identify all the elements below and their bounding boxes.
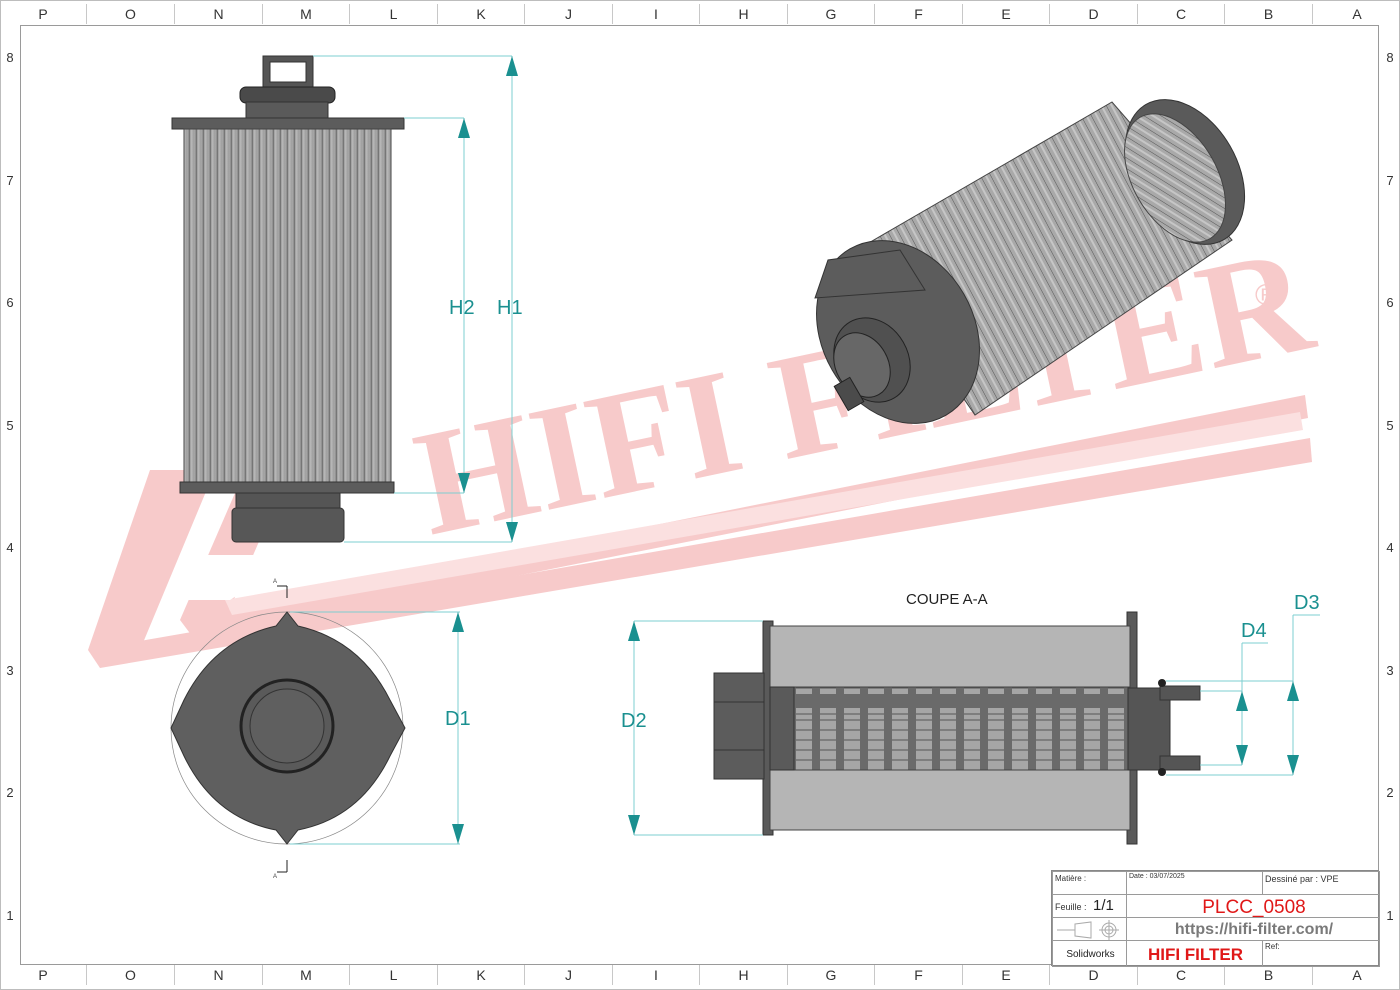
matiere-label: Matière : — [1055, 874, 1087, 883]
zone-letter: L — [350, 965, 438, 985]
zone-letter: N — [175, 965, 263, 985]
zone-letter: O — [87, 965, 175, 985]
drawn-by-label: Dessiné par : VPE — [1265, 874, 1339, 884]
zone-number: 4 — [1386, 540, 1394, 555]
section-marker-top: A — [273, 579, 277, 585]
zone-letter: I — [613, 965, 700, 985]
zone-letter: H — [700, 4, 788, 24]
zone-number: 2 — [6, 785, 14, 800]
zone-letter: L — [350, 4, 438, 24]
ref-label: Ref: — [1265, 942, 1280, 951]
zone-letter: M — [263, 4, 350, 24]
projection-symbol-icon — [1057, 920, 1119, 940]
zone-letter: K — [438, 965, 525, 985]
dimension-label-d4: D4 — [1241, 620, 1267, 642]
company-cell: HIFI FILTER — [1126, 940, 1263, 967]
zone-letter: E — [963, 965, 1050, 985]
matiere-cell: Matière : — [1052, 871, 1127, 895]
zone-letter: C — [1138, 965, 1225, 985]
zone-numbers-left: 8 7 6 5 4 3 2 1 — [0, 0, 20, 990]
part-number: PLCC_0508 — [1202, 897, 1306, 918]
zone-letter: M — [263, 965, 350, 985]
zone-letter: C — [1138, 4, 1225, 24]
zone-letter: B — [1225, 4, 1313, 24]
section-marker-bottom: A — [273, 874, 277, 880]
zone-number: 7 — [1386, 173, 1394, 188]
zone-letters-top: P O N M L K J I H G F E D C B A — [0, 4, 1400, 24]
zone-letter: A — [1352, 6, 1362, 22]
zone-letter: I — [613, 4, 700, 24]
zone-letter: O — [87, 4, 175, 24]
date-cell: Date : 03/07/2025 — [1126, 871, 1263, 895]
zone-letter: K — [438, 4, 525, 24]
zone-number: 2 — [1386, 785, 1394, 800]
company-name: HIFI FILTER — [1147, 945, 1244, 964]
zone-letter: F — [875, 965, 963, 985]
dimension-label-d3: D3 — [1294, 592, 1320, 614]
title-block: Matière : Date : 03/07/2025 Dessiné par … — [1051, 870, 1380, 967]
zone-number: 5 — [6, 418, 14, 433]
ref-cell: Ref: — [1262, 940, 1380, 967]
zone-number: 6 — [6, 295, 14, 310]
zone-number: 5 — [1386, 418, 1394, 433]
zone-letter: J — [525, 4, 613, 24]
zone-number: 3 — [1386, 663, 1394, 678]
drawn-by-cell: Dessiné par : VPE — [1262, 871, 1380, 895]
software-label: Solidworks — [1066, 949, 1115, 960]
software-cell: Solidworks — [1052, 940, 1127, 967]
website-cell: https://hifi-filter.com/ — [1126, 917, 1380, 941]
sheet-cell: Feuille : 1/1 — [1052, 894, 1127, 918]
zone-number: 7 — [6, 173, 14, 188]
zone-letter: P — [0, 4, 87, 24]
zone-number: 1 — [6, 908, 14, 923]
zone-letters-bottom: P O N M L K J I H G F E D C B A — [0, 965, 1400, 985]
dimension-label-d2: D2 — [621, 710, 647, 732]
drawing-frame — [20, 25, 1379, 965]
zone-number: 3 — [6, 663, 14, 678]
zone-letter: D — [1050, 4, 1138, 24]
zone-letter: G — [788, 965, 875, 985]
dimension-label-h2: H2 — [449, 297, 475, 319]
registered-mark: ® — [1255, 279, 1277, 312]
website-link[interactable]: https://hifi-filter.com/ — [1174, 921, 1334, 938]
sheet-value: 1/1 — [1093, 897, 1114, 914]
zone-number: 6 — [1386, 295, 1394, 310]
zone-number: 8 — [1386, 50, 1394, 65]
section-title: COUPE A-A — [906, 591, 988, 608]
zone-letter: P — [0, 965, 87, 985]
zone-numbers-right: 8 7 6 5 4 3 2 1 — [1380, 0, 1400, 990]
zone-number: 1 — [1386, 908, 1394, 923]
zone-letter: B — [1225, 965, 1313, 985]
zone-number: 4 — [6, 540, 14, 555]
zone-letter: E — [963, 4, 1050, 24]
dimension-label-h1: H1 — [497, 297, 523, 319]
zone-letter: A — [1352, 967, 1362, 983]
zone-letter: D — [1050, 965, 1138, 985]
zone-letter: N — [175, 4, 263, 24]
zone-letter: J — [525, 965, 613, 985]
zone-letter: F — [875, 4, 963, 24]
projection-symbol-cell — [1052, 917, 1127, 941]
date-label: Date : 03/07/2025 — [1129, 873, 1185, 880]
sheet-label: Feuille : — [1055, 902, 1087, 912]
zone-number: 8 — [6, 50, 14, 65]
part-number-cell: PLCC_0508 — [1126, 894, 1380, 918]
zone-letter: H — [700, 965, 788, 985]
zone-letter: G — [788, 4, 875, 24]
dimension-label-d1: D1 — [445, 708, 471, 730]
